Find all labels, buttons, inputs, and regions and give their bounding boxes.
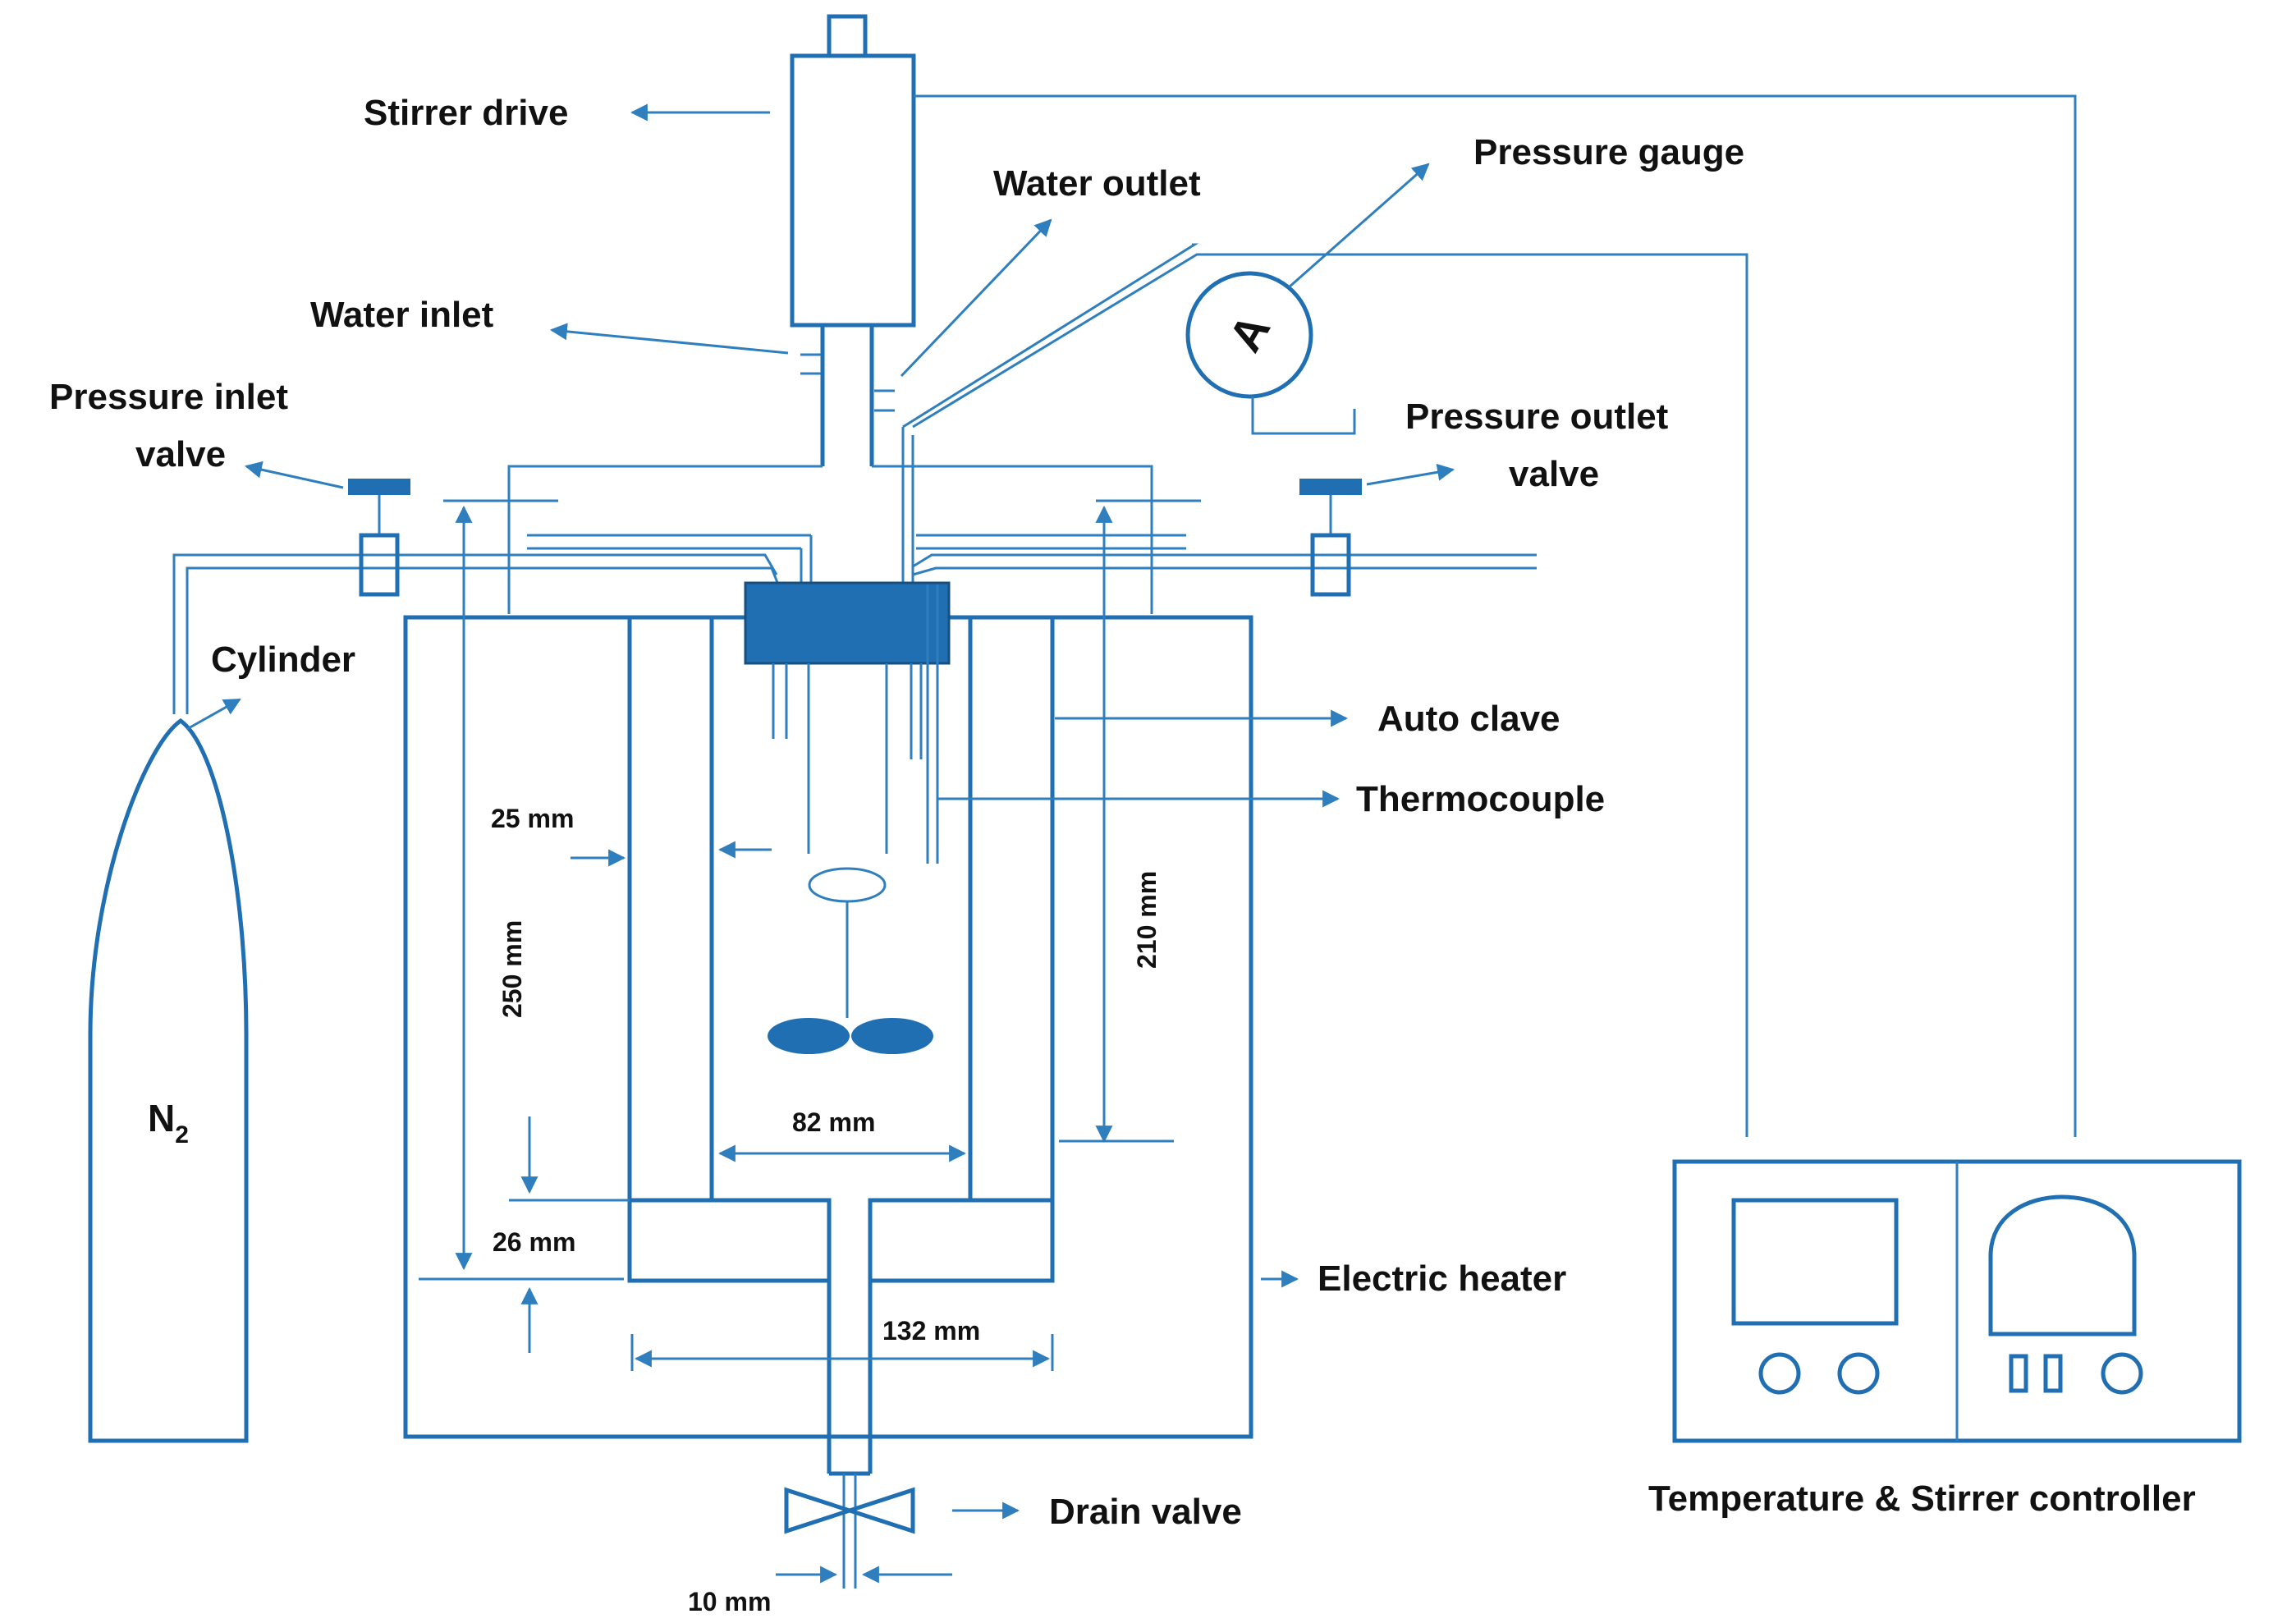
dimension-total-height: 250 mm bbox=[419, 505, 624, 1281]
dimension-inner-diameter: 82 mm bbox=[717, 1107, 967, 1162]
pressure-inlet-valve bbox=[348, 479, 410, 597]
dim-210-label: 210 mm bbox=[1132, 871, 1162, 969]
display-screen-icon bbox=[1731, 1198, 1899, 1326]
gauge-letter: A bbox=[1218, 305, 1280, 360]
stirrer-drive-label: Stirrer drive bbox=[364, 93, 568, 133]
stirrer-impeller-icon bbox=[768, 663, 933, 1054]
drain-pipe bbox=[827, 1200, 873, 1589]
pressure-inlet-valve-label-line2: valve bbox=[135, 434, 226, 475]
cylinder-label: Cylinder bbox=[211, 640, 355, 680]
dim-132-label: 132 mm bbox=[882, 1316, 980, 1346]
electric-heater-label: Electric heater bbox=[1318, 1259, 1566, 1299]
knob-icon bbox=[1758, 1352, 1801, 1395]
pressure-gauge-arrow bbox=[1288, 163, 1430, 289]
autoclave-body bbox=[627, 615, 1055, 1283]
reactor-lid bbox=[744, 581, 951, 665]
dimension-inner-height: 210 mm bbox=[1059, 505, 1174, 1144]
lid-probes bbox=[772, 663, 923, 759]
cylinder-arrow bbox=[186, 698, 241, 731]
controller-unit bbox=[1672, 1159, 2242, 1443]
dim-82-label: 82 mm bbox=[792, 1107, 875, 1137]
autoclave-label: Auto clave bbox=[1377, 699, 1560, 739]
dimension-drain: 10 mm bbox=[688, 1566, 952, 1616]
pressure-outlet-valve-arrow bbox=[1366, 463, 1455, 486]
drain-valve-label: Drain valve bbox=[1049, 1492, 1242, 1532]
thermocouple bbox=[926, 585, 939, 864]
water-inlet-arrow bbox=[549, 323, 789, 355]
water-outlet-label: Water outlet bbox=[993, 163, 1201, 204]
drain-valve-icon bbox=[784, 1487, 915, 1534]
switch-icon bbox=[2009, 1354, 2028, 1393]
thermocouple-label: Thermocouple bbox=[1356, 779, 1605, 819]
water-inlet-label: Water inlet bbox=[310, 295, 494, 335]
knob-icon bbox=[2101, 1352, 2143, 1395]
dim-25-label: 25 mm bbox=[491, 804, 574, 833]
pressure-outlet-valve-label-line2: valve bbox=[1509, 454, 1599, 494]
pressure-outlet-valve-label-line1: Pressure outlet bbox=[1405, 397, 1669, 437]
pressure-inlet-valve-arrow bbox=[244, 461, 344, 489]
dimension-outer-diameter: 132 mm bbox=[630, 1316, 1054, 1371]
top-tubing bbox=[443, 427, 1201, 614]
dimension-base: 26 mm bbox=[493, 1116, 630, 1353]
gas-symbol: N2 bbox=[148, 1097, 189, 1148]
pressure-outlet-valve bbox=[1299, 479, 1362, 597]
stirrer-signal-line bbox=[914, 94, 2077, 1137]
dim-10-label: 10 mm bbox=[688, 1587, 771, 1616]
gas-cylinder-icon bbox=[88, 718, 249, 1443]
dim-26-label: 26 mm bbox=[493, 1227, 575, 1257]
water-port-ticks bbox=[800, 353, 895, 412]
dim-250-label: 250 mm bbox=[497, 920, 527, 1018]
knob-icon bbox=[1837, 1352, 1880, 1395]
pressure-gauge-label: Pressure gauge bbox=[1473, 132, 1744, 172]
controller-label: Temperature & Stirrer controller bbox=[1648, 1479, 2196, 1519]
pressure-inlet-valve-label-line1: Pressure inlet bbox=[49, 377, 288, 417]
pressure-gauge-icon: A bbox=[902, 243, 1748, 1137]
stirrer-display-icon bbox=[1988, 1194, 2137, 1336]
water-outlet-arrow bbox=[900, 218, 1052, 378]
dimension-wall: 25 mm bbox=[491, 804, 772, 867]
switch-icon bbox=[2043, 1354, 2063, 1393]
stirrer-drive bbox=[790, 14, 916, 466]
